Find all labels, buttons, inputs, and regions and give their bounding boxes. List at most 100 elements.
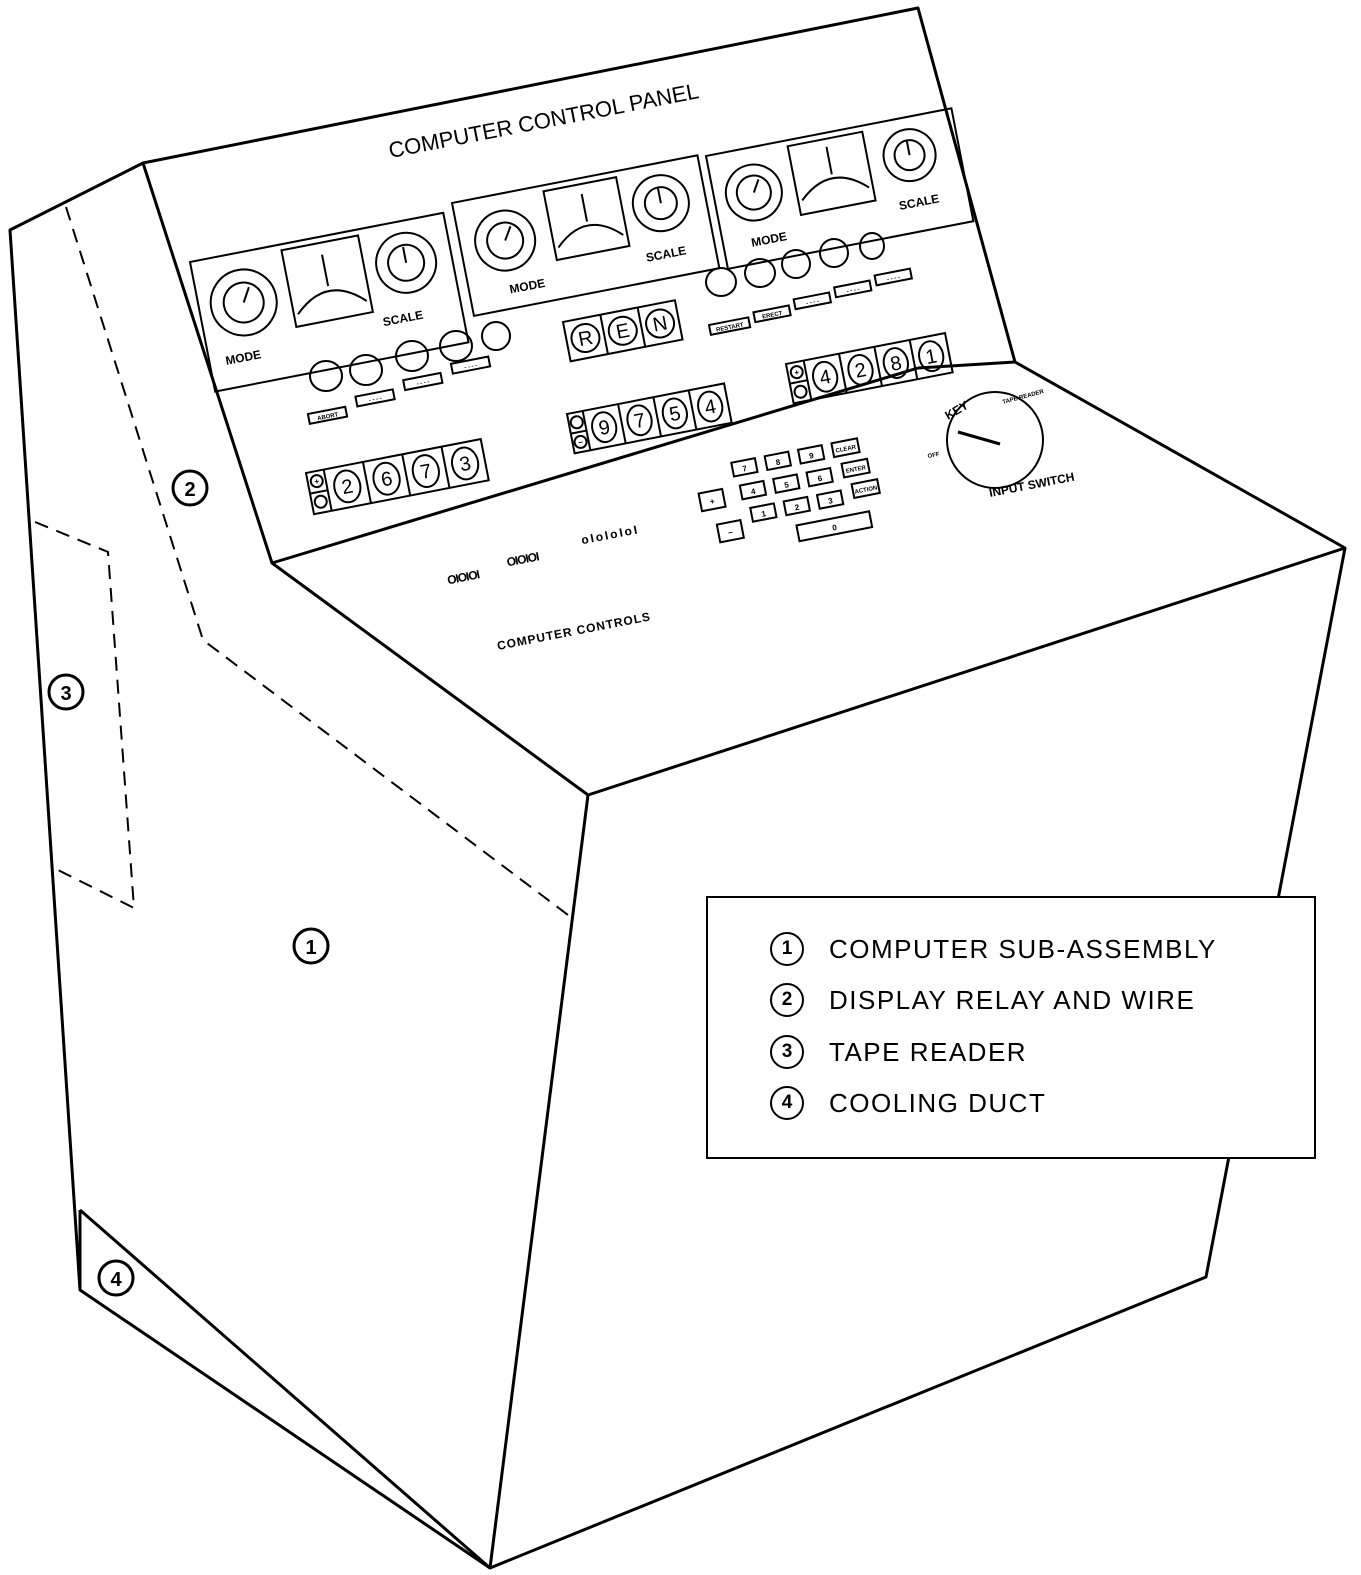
mode-dial xyxy=(724,163,783,222)
push-buttons-right: RESTART ERECT - - - - - - - - - - - - xyxy=(705,232,914,336)
mode-dial xyxy=(209,268,278,337)
legend-text: TAPE READER xyxy=(829,1036,1028,1067)
legend-item: 3 TAPE READER xyxy=(770,1035,1027,1069)
svg-text:- - - -: - - - - xyxy=(846,287,860,295)
front-corner-edge xyxy=(488,794,590,1569)
svg-text:OIOIOI: OIOIOI xyxy=(505,549,540,569)
hidden-lines xyxy=(34,206,573,919)
legend-number: 3 xyxy=(770,1035,804,1069)
push-buttons-left: ABORT - - - - - - - - - - - - xyxy=(306,321,511,426)
legend-number: 4 xyxy=(770,1086,804,1120)
meter xyxy=(786,130,877,217)
svg-text:4: 4 xyxy=(703,396,718,420)
mode-label: MODE xyxy=(224,347,262,368)
svg-text:8: 8 xyxy=(775,457,782,467)
svg-text:−: − xyxy=(727,528,734,538)
svg-text:TAPE READER: TAPE READER xyxy=(1002,389,1045,406)
gauge-box-center: MODE SCALE xyxy=(450,154,721,318)
svg-text:E: E xyxy=(614,320,631,344)
scale-dial xyxy=(375,231,438,294)
legend-box: 1 COMPUTER SUB-ASSEMBLY 2 DISPLAY RELAY … xyxy=(706,896,1316,1159)
callout-4: 4 xyxy=(97,1259,135,1297)
scale-label: SCALE xyxy=(645,243,688,265)
push-button xyxy=(859,232,885,260)
svg-text:4: 4 xyxy=(750,487,757,497)
meter xyxy=(542,176,631,262)
callout-1: 1 xyxy=(292,927,330,965)
svg-text:+: + xyxy=(314,477,321,487)
svg-text:2: 2 xyxy=(853,359,868,383)
gauge-box-left: MODE SCALE xyxy=(188,211,470,393)
svg-text:- - - -: - - - - xyxy=(806,299,820,307)
legend-item: 2 DISPLAY RELAY AND WIRE xyxy=(770,983,1195,1017)
svg-text:3: 3 xyxy=(458,453,473,477)
abort-button xyxy=(309,360,343,392)
readout-left: + 2 6 7 3 xyxy=(304,437,490,516)
input-switch-pointer xyxy=(957,430,1001,446)
ren-display: R E N xyxy=(561,299,684,363)
push-button xyxy=(481,321,511,351)
cooling-duct-edge xyxy=(79,1208,491,1570)
svg-text:- - - -: - - - - xyxy=(464,363,478,371)
svg-text:- - - -: - - - - xyxy=(368,396,382,404)
svg-text:6: 6 xyxy=(379,468,394,492)
callout-3: 3 xyxy=(47,673,85,711)
panel-title: COMPUTER CONTROL PANEL xyxy=(386,78,700,163)
svg-text:OIOIOI: OIOIOI xyxy=(446,567,481,587)
svg-text:7: 7 xyxy=(632,409,647,433)
svg-text:oIoIoIoI: oIoIoIoI xyxy=(580,522,640,547)
svg-text:0: 0 xyxy=(832,523,839,533)
legend-text: COOLING DUCT xyxy=(829,1087,1047,1118)
meter xyxy=(280,234,375,329)
svg-text:8: 8 xyxy=(888,352,903,376)
readout-center: − 9 7 5 4 xyxy=(565,382,733,455)
mode-dial xyxy=(474,209,537,272)
readout-right: + 4 2 8 1 xyxy=(784,331,954,405)
svg-text:- - - -: - - - - xyxy=(416,379,430,387)
svg-text:6: 6 xyxy=(817,474,824,484)
scale-dial xyxy=(631,174,690,233)
legend-text: DISPLAY RELAY AND WIRE xyxy=(829,984,1196,1015)
svg-text:9: 9 xyxy=(597,416,612,440)
svg-text:3: 3 xyxy=(827,496,834,506)
display-relay-dashed-outline xyxy=(65,206,573,919)
console-body xyxy=(8,6,1347,1570)
svg-text:N: N xyxy=(651,312,669,336)
svg-text:ERECT: ERECT xyxy=(762,311,783,321)
scale-label: SCALE xyxy=(898,191,941,213)
svg-text:2: 2 xyxy=(794,503,801,513)
legend-number: 2 xyxy=(770,983,804,1017)
svg-text:2: 2 xyxy=(184,479,195,501)
input-switch-dial xyxy=(946,391,1044,489)
desk-top-edge xyxy=(271,546,1346,797)
console-outline xyxy=(8,6,1347,1570)
computer-controls: OIOIOI OIOIOI oIoIoIoI COMPUTER CONTROLS xyxy=(446,522,652,653)
erect-button xyxy=(744,258,776,288)
svg-text:1: 1 xyxy=(761,509,768,519)
mode-label: MODE xyxy=(508,276,546,297)
svg-text:5: 5 xyxy=(668,403,683,427)
legend-item: 1 COMPUTER SUB-ASSEMBLY xyxy=(770,932,1217,966)
svg-text:ENTER: ENTER xyxy=(845,465,867,475)
svg-text:7: 7 xyxy=(742,464,749,474)
svg-text:R: R xyxy=(576,327,594,351)
legend-item: 4 COOLING DUCT xyxy=(770,1086,1046,1120)
mode-label: MODE xyxy=(750,229,788,250)
toggle-row-1: OIOIOI xyxy=(446,567,481,587)
push-button xyxy=(349,354,383,386)
gauge-box-right: MODE SCALE xyxy=(704,107,975,271)
input-switch-label: INPUT SWITCH xyxy=(988,470,1076,500)
svg-text:4: 4 xyxy=(818,366,833,390)
legend-text: COMPUTER SUB-ASSEMBLY xyxy=(829,933,1217,964)
svg-text:OFF: OFF xyxy=(927,452,940,460)
svg-text:ACTION: ACTION xyxy=(854,485,878,495)
input-switch: OFF KEY TAPE READER INPUT SWITCH xyxy=(927,389,1075,500)
toggle-row-3: oIoIoIoI xyxy=(580,522,640,547)
svg-text:5: 5 xyxy=(784,480,791,490)
scale-dial xyxy=(882,128,937,183)
scale-label: SCALE xyxy=(382,308,425,330)
svg-text:+: + xyxy=(709,497,716,507)
push-button xyxy=(781,249,811,279)
svg-text:- - - -: - - - - xyxy=(887,275,901,283)
svg-text:2: 2 xyxy=(340,475,355,499)
